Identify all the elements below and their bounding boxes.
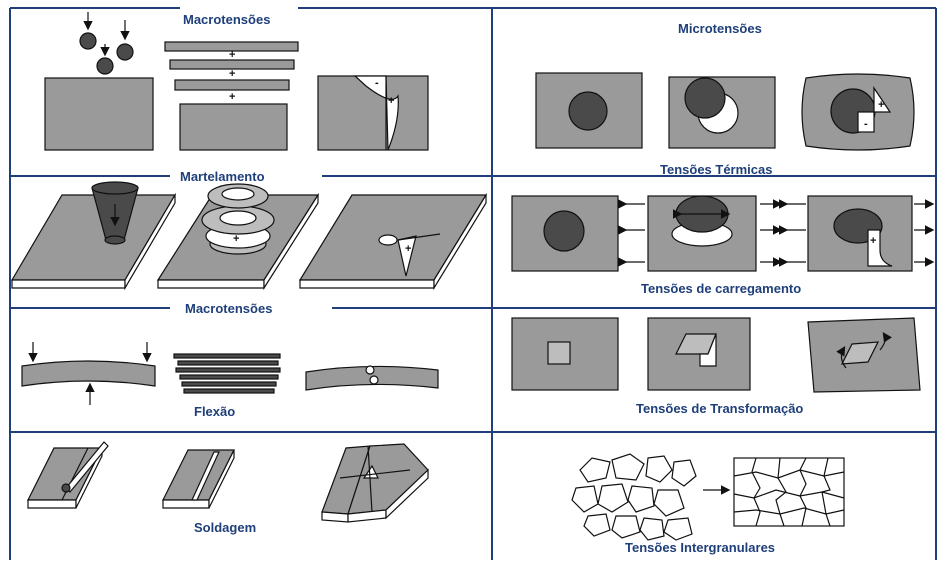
stress-profile-block: - + xyxy=(317,75,429,151)
panel-intergranulares: Tensões Intergranulares xyxy=(571,453,845,555)
transform-plate-1 xyxy=(511,317,619,391)
matrix-inclusion xyxy=(535,72,643,149)
transform-plate-2 xyxy=(647,317,751,391)
panel-macro-top: Macrotensões + + + - + xyxy=(44,12,429,151)
panel-transformacao: Tensões de Transformação xyxy=(511,317,921,416)
label-carregamento: Tensões de carregamento xyxy=(641,281,801,296)
panel-carregamento: + Tensões de carregamento xyxy=(511,195,935,296)
panel-soldagem: Soldagem xyxy=(27,441,429,535)
weld-plate-3 xyxy=(321,443,429,523)
panel-flexao: Macrotensões Flexão xyxy=(21,301,439,419)
frame-grid xyxy=(9,7,937,560)
packed-grains xyxy=(733,457,845,527)
svg-text:+: + xyxy=(229,91,235,103)
weld-plate-1 xyxy=(27,441,109,509)
load-plate-3: + xyxy=(807,195,913,272)
svg-text:+: + xyxy=(405,243,411,255)
weld-plate-2 xyxy=(162,449,235,509)
hammer-plate xyxy=(10,181,177,291)
loose-grains xyxy=(571,453,697,541)
panel-martelamento: Martelamento + xyxy=(10,169,488,291)
load-plate-1 xyxy=(511,195,619,272)
svg-text:-: - xyxy=(375,77,379,89)
matrix-expanded xyxy=(668,76,776,149)
svg-text:+: + xyxy=(229,68,235,80)
svg-text:+: + xyxy=(878,99,884,111)
svg-text:+: + xyxy=(229,49,235,61)
label-macro-top: Macrotensões xyxy=(183,12,270,27)
panel-termicas: Microtensões + - Tensões Térmicas xyxy=(535,21,915,177)
cracked-beam xyxy=(305,365,439,391)
laminated-stack xyxy=(173,353,281,394)
transform-plate-3 xyxy=(807,317,921,393)
svg-text:+: + xyxy=(870,235,876,247)
load-plate-2 xyxy=(647,195,757,272)
label-intergranulares: Tensões Intergranulares xyxy=(625,540,775,555)
ring-plate: + xyxy=(156,183,320,291)
matrix-deformed: + - xyxy=(801,73,915,151)
cut-plate: + xyxy=(298,192,488,291)
plate-block xyxy=(44,77,154,151)
label-macro-mid: Macrotensões xyxy=(185,301,272,316)
svg-text:+: + xyxy=(233,233,239,245)
stacked-layers: + + + xyxy=(164,41,299,151)
svg-text:+: + xyxy=(388,95,394,107)
label-termicas: Tensões Térmicas xyxy=(660,162,772,177)
label-martelamento: Martelamento xyxy=(180,169,265,184)
load-arrows-left xyxy=(617,199,783,267)
svg-text:-: - xyxy=(864,118,868,130)
label-microtensoes: Microtensões xyxy=(678,21,762,36)
label-transformacao: Tensões de Transformação xyxy=(636,401,803,416)
bent-beam xyxy=(21,342,156,405)
load-arrows-right xyxy=(778,199,935,267)
label-flexao: Flexão xyxy=(194,404,235,419)
label-soldagem: Soldagem xyxy=(194,520,256,535)
shot-balls xyxy=(79,12,134,75)
